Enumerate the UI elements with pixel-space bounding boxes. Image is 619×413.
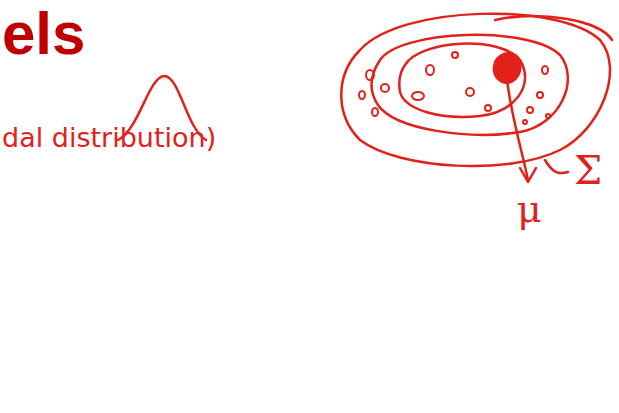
mean-arrow — [507, 80, 536, 182]
mean-blob — [494, 53, 521, 83]
data-points — [359, 52, 550, 124]
title-fragment: els — [2, 4, 85, 64]
inner-ellipse — [399, 44, 525, 117]
covariance-symbol: Σ — [574, 150, 602, 190]
subtitle-fragment: dal distribution) — [2, 124, 216, 151]
outer-ellipse — [341, 14, 610, 166]
sigma-leader — [545, 160, 568, 173]
mean-symbol: μ — [517, 190, 542, 228]
middle-ellipse — [371, 35, 567, 135]
